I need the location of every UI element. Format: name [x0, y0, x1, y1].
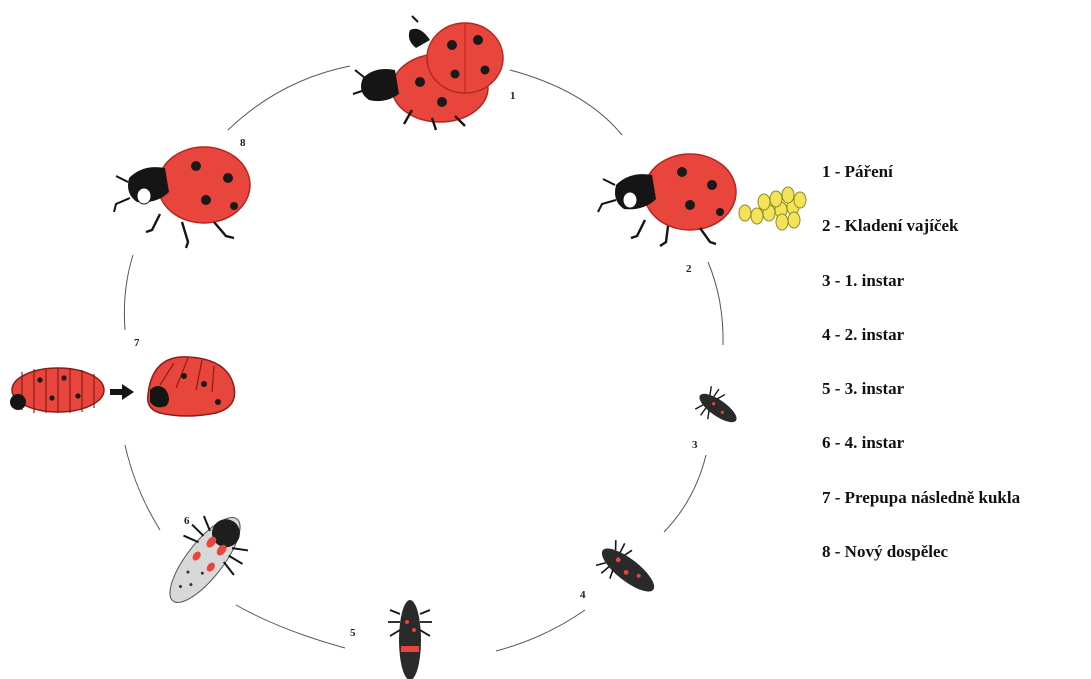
prepupa-to-pupa-icon	[10, 357, 235, 416]
legend-number: 3	[822, 271, 831, 290]
cycle-arc-6-7	[125, 445, 160, 530]
legend-item: 2 - Kladení vajíček	[822, 212, 1020, 266]
larva-third-instar-icon	[388, 600, 432, 679]
cycle-arc-4-5	[496, 610, 585, 651]
legend-number: 8	[822, 542, 831, 561]
legend-text: 2. instar	[845, 325, 905, 344]
legend-item: 5 - 3. instar	[822, 375, 1020, 429]
cycle-arc-7-8	[124, 255, 133, 330]
legend-text: Prepupa následně kukla	[845, 488, 1020, 507]
legend-number: 5	[822, 379, 831, 398]
stage-number-3: 3	[692, 439, 698, 451]
cycle-arc-2-3	[708, 262, 723, 345]
legend-item: 1 - Páření	[822, 158, 1020, 212]
legend-separator: -	[831, 379, 845, 398]
stage-number-1: 1	[510, 90, 516, 102]
legend-number: 1	[822, 162, 831, 181]
legend-separator: -	[831, 488, 845, 507]
legend-item: 3 - 1. instar	[822, 267, 1020, 321]
legend-text: 4. instar	[845, 433, 905, 452]
cycle-arc-5-6	[236, 605, 345, 648]
legend-text: Páření	[845, 162, 893, 181]
stage-number-5: 5	[350, 627, 356, 639]
legend-number: 6	[822, 433, 831, 452]
cycle-arc-3-4	[664, 455, 706, 532]
larva-second-instar-icon	[591, 535, 665, 604]
legend-number: 4	[822, 325, 831, 344]
legend-separator: -	[831, 325, 845, 344]
ladybug-laying-eggs-icon	[598, 154, 806, 246]
legend-separator: -	[831, 433, 845, 452]
stage-number-7: 7	[134, 337, 140, 349]
legend-text: 3. instar	[845, 379, 905, 398]
new-adult-ladybug-icon	[114, 147, 250, 248]
larva-first-instar-icon	[691, 382, 745, 433]
legend-text: 1. instar	[845, 271, 905, 290]
legend-separator: -	[831, 542, 845, 561]
legend-text: Nový dospělec	[845, 542, 948, 561]
legend-number: 7	[822, 488, 831, 507]
legend-separator: -	[831, 162, 845, 181]
legend-item: 8 - Nový dospělec	[822, 538, 1020, 592]
cycle-arc-1-2	[510, 70, 622, 135]
stage-number-8: 8	[240, 137, 246, 149]
larva-fourth-instar-icon	[148, 499, 262, 620]
stage-number-6: 6	[184, 515, 190, 527]
legend-item: 7 - Prepupa následně kukla	[822, 484, 1020, 538]
legend-separator: -	[831, 271, 845, 290]
legend-number: 2	[822, 216, 831, 235]
legend-separator: -	[831, 216, 845, 235]
cycle-arc-8-1	[228, 66, 350, 130]
stage-legend: 1 - Páření 2 - Kladení vajíček 3 - 1. in…	[822, 158, 1020, 592]
legend-text: Kladení vajíček	[845, 216, 959, 235]
stage-number-4: 4	[580, 589, 586, 601]
mating-ladybugs-icon	[353, 16, 503, 130]
legend-item: 4 - 2. instar	[822, 321, 1020, 375]
legend-item: 6 - 4. instar	[822, 429, 1020, 483]
stage-number-2: 2	[686, 263, 692, 275]
